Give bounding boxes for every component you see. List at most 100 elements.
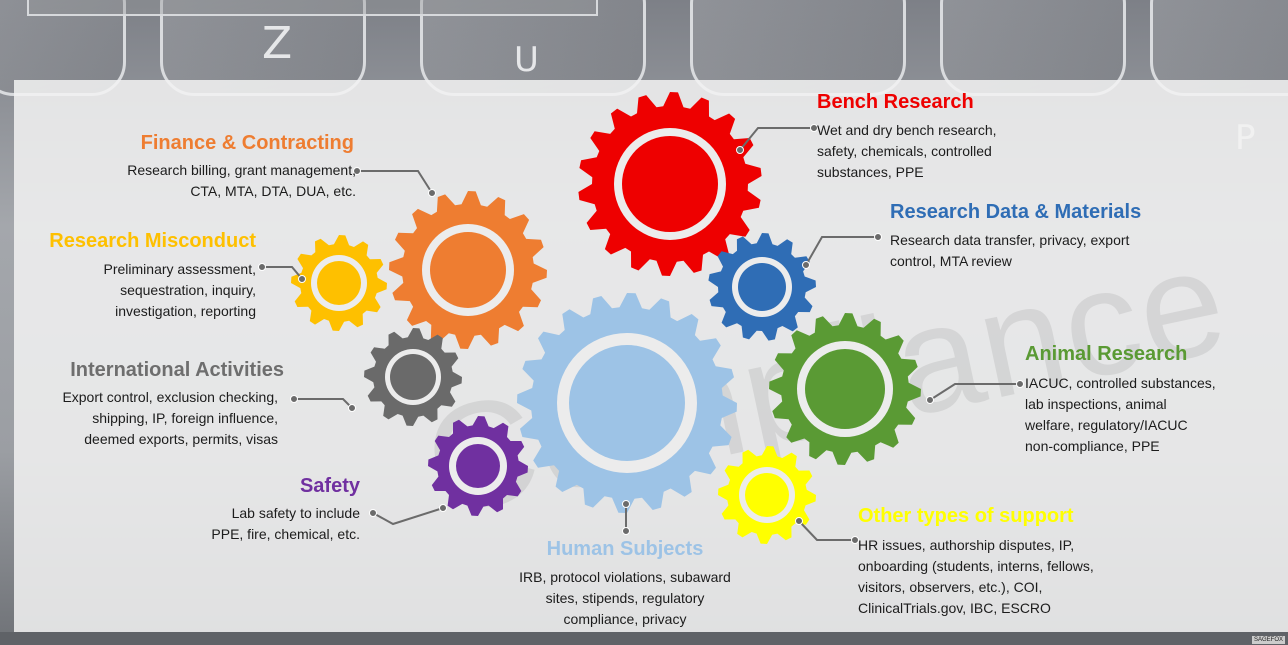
misconduct-connector	[258, 263, 306, 283]
connector-dot	[290, 395, 298, 403]
safety-connector	[369, 504, 447, 526]
key-letter-u: U	[514, 40, 539, 80]
bench-title: Bench Research	[817, 91, 974, 113]
connector-dot	[851, 536, 859, 544]
other-title: Other types of support	[858, 505, 1074, 527]
human-desc-line: sites, stipends, regulatory	[545, 590, 705, 606]
connector-dot	[736, 146, 744, 154]
connector-line	[262, 266, 303, 280]
international-desc: Export control, exclusion checking, ship…	[62, 387, 278, 450]
gear-hub	[569, 345, 685, 461]
finance-connector	[353, 167, 436, 197]
international-desc-line: Export control, exclusion checking,	[62, 389, 278, 405]
finance-desc-line: CTA, MTA, DTA, DUA, etc.	[190, 183, 356, 199]
research-data-title: Research Data & Materials	[890, 201, 1142, 223]
misconduct-desc-line: Preliminary assessment,	[103, 261, 257, 277]
connector-dot	[810, 124, 818, 132]
misconduct-gear-icon	[291, 235, 387, 331]
gear-hub	[317, 261, 361, 305]
misconduct-desc-line: investigation, reporting	[115, 303, 256, 319]
international-title: International Activities	[70, 359, 284, 381]
misconduct-desc: Preliminary assessment, sequestration, i…	[104, 259, 257, 322]
animal-title: Animal Research	[1025, 343, 1188, 365]
animal-desc-line: IACUC, controlled substances,	[1025, 375, 1216, 391]
connector-dot	[298, 275, 306, 283]
connector-line	[805, 236, 878, 266]
finance-title: Finance & Contracting	[140, 132, 354, 154]
research-data-desc-line: control, MTA review	[890, 253, 1012, 269]
animal-desc: IACUC, controlled substances, lab inspec…	[1025, 373, 1216, 457]
gear-hub	[745, 473, 789, 517]
research-data-gear-icon	[708, 233, 816, 341]
connector-line	[798, 520, 855, 541]
gear-hub	[390, 354, 436, 400]
gear-hub	[738, 263, 786, 311]
connector-dot	[439, 504, 447, 512]
human-connector	[622, 500, 630, 535]
sagefox-logo: SAGEFOX	[1251, 636, 1285, 644]
safety-desc-line: PPE, fire, chemical, etc.	[211, 526, 360, 542]
international-connector	[290, 395, 356, 412]
connector-dot	[802, 261, 810, 269]
connector-dot	[353, 167, 361, 175]
international-desc-line: shipping, IP, foreign influence,	[92, 410, 278, 426]
connector-line	[294, 398, 353, 409]
connector-dot	[622, 500, 630, 508]
research-data-connector	[802, 233, 882, 269]
bench-desc-line: substances, PPE	[817, 164, 924, 180]
connector-dot	[258, 263, 266, 271]
animal-desc-line: welfare, regulatory/IACUC	[1025, 417, 1188, 433]
animal-connector	[926, 380, 1024, 404]
other-gear-icon	[718, 446, 816, 544]
safety-desc-line: Lab safety to include	[231, 505, 360, 521]
gear-hub	[430, 232, 506, 308]
title-box	[27, 0, 598, 16]
gear-hub	[622, 136, 718, 232]
other-desc-line: visitors, observers, etc.), COI,	[858, 579, 1043, 595]
international-gear-icon	[364, 328, 462, 426]
other-desc-line: ClinicalTrials.gov, IBC, ESCRO	[858, 600, 1051, 616]
finance-desc-line: Research billing, grant management,	[127, 162, 356, 178]
human-desc-line: IRB, protocol violations, subaward	[519, 569, 731, 585]
key-letter-z: Z	[262, 18, 293, 69]
gear-hub	[456, 444, 500, 488]
connector-dot	[874, 233, 882, 241]
animal-desc-line: non-compliance, PPE	[1025, 438, 1160, 454]
bench-desc-line: safety, chemicals, controlled	[817, 143, 992, 159]
connector-line	[929, 383, 1020, 401]
bench-connector	[736, 124, 818, 154]
other-desc-line: HR issues, authorship disputes, IP,	[858, 537, 1075, 553]
research-data-desc-line: Research data transfer, privacy, export	[890, 232, 1130, 248]
human-desc-line: compliance, privacy	[563, 611, 687, 627]
human-gear-icon	[517, 293, 737, 513]
bottom-bar	[0, 632, 1288, 645]
safety-desc: Lab safety to include PPE, fire, chemica…	[211, 503, 360, 545]
safety-gear-icon	[428, 416, 528, 516]
other-desc-line: onboarding (students, interns, fellows,	[858, 558, 1094, 574]
human-title: Human Subjects	[546, 538, 704, 560]
finance-desc: Research billing, grant management, CTA,…	[127, 160, 356, 202]
human-desc: IRB, protocol violations, subaward sites…	[495, 567, 755, 630]
connector-dot	[622, 527, 630, 535]
misconduct-title: Research Misconduct	[49, 230, 256, 252]
bench-desc-line: Wet and dry bench research,	[817, 122, 997, 138]
connector-dot	[369, 509, 377, 517]
connector-dot	[1016, 380, 1024, 388]
other-desc: HR issues, authorship disputes, IP, onbo…	[858, 535, 1094, 619]
connector-line	[739, 127, 814, 151]
connector-dot	[348, 404, 356, 412]
research-data-desc: Research data transfer, privacy, export …	[890, 230, 1129, 272]
safety-title: Safety	[299, 475, 360, 497]
animal-gear-icon	[769, 313, 921, 465]
other-connector	[795, 517, 859, 544]
misconduct-desc-line: sequestration, inquiry,	[120, 282, 256, 298]
bench-desc: Wet and dry bench research, safety, chem…	[817, 120, 997, 183]
finance-gear-icon	[389, 191, 547, 349]
connector-dot	[795, 517, 803, 525]
connector-dot	[428, 189, 436, 197]
connector-line	[357, 170, 433, 194]
animal-desc-line: lab inspections, animal	[1025, 396, 1167, 412]
connector-line	[372, 507, 444, 526]
connector-dot	[926, 396, 934, 404]
